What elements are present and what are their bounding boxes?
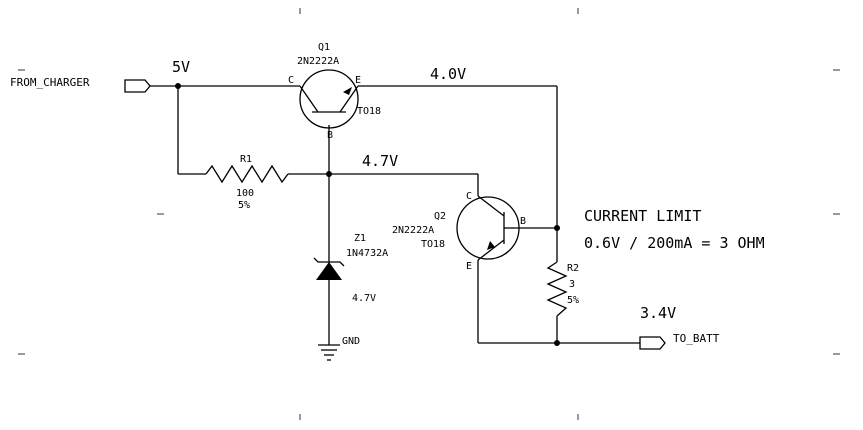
q1-package: TO18 [357,106,381,117]
wires [150,85,640,345]
border-ticks [18,8,840,420]
q1-pin-c: C [288,75,294,86]
q2-pin-c: C [466,191,472,202]
q2-part: 2N2222A [392,225,434,236]
node-4v7-label: 4.7V [362,152,398,170]
current-limit-note: CURRENT LIMIT 0.6V / 200mA = 3 OHM [584,207,765,252]
current-limit-formula: 0.6V / 200mA = 3 OHM [584,234,765,252]
node-3v4-label: 3.4V [640,304,676,322]
r2-resistor: R2 3 5% [546,261,579,317]
junctions [175,83,560,346]
to-batt-label: TO_BATT [673,332,720,345]
from-charger-label: FROM_CHARGER [10,76,90,89]
to-batt-port: TO_BATT [639,332,720,350]
from-charger-port: FROM_CHARGER [10,76,151,93]
q1-ref: Q1 [318,42,330,53]
q2-transistor: C Q2 2N2222A TO18 B E [392,191,526,272]
ground-symbol: GND [318,336,360,361]
z1-part: 1N4732A [346,248,388,259]
r2-tolerance: 5% [567,295,579,306]
r1-resistor: R1 100 5% [205,154,289,211]
q1-pin-b: B [327,130,333,141]
gnd-label: GND [342,336,360,347]
q1-pin-e: E [355,75,361,86]
current-limit-title: CURRENT LIMIT [584,207,701,225]
q2-pin-e: E [466,261,472,272]
q2-pin-b: B [520,216,526,227]
r1-tolerance: 5% [238,200,250,211]
voltage-labels: 5V 4.0V 4.7V 3.4V [172,58,676,322]
node-4v0-label: 4.0V [430,65,466,83]
r1-value: 100 [236,188,254,199]
q2-package: TO18 [421,239,445,250]
q2-ref: Q2 [434,211,446,222]
r2-ref: R2 [567,263,579,274]
q1-transistor: Q1 2N2222A C E B TO18 [288,42,381,141]
z1-voltage: 4.7V [352,293,376,304]
node-5v-label: 5V [172,58,190,76]
z1-ref: Z1 [354,233,366,244]
r2-value: 3 [569,279,575,290]
z1-zener: Z1 1N4732A 4.7V [313,233,388,304]
r1-ref: R1 [240,154,252,165]
q1-part: 2N2222A [297,56,339,67]
